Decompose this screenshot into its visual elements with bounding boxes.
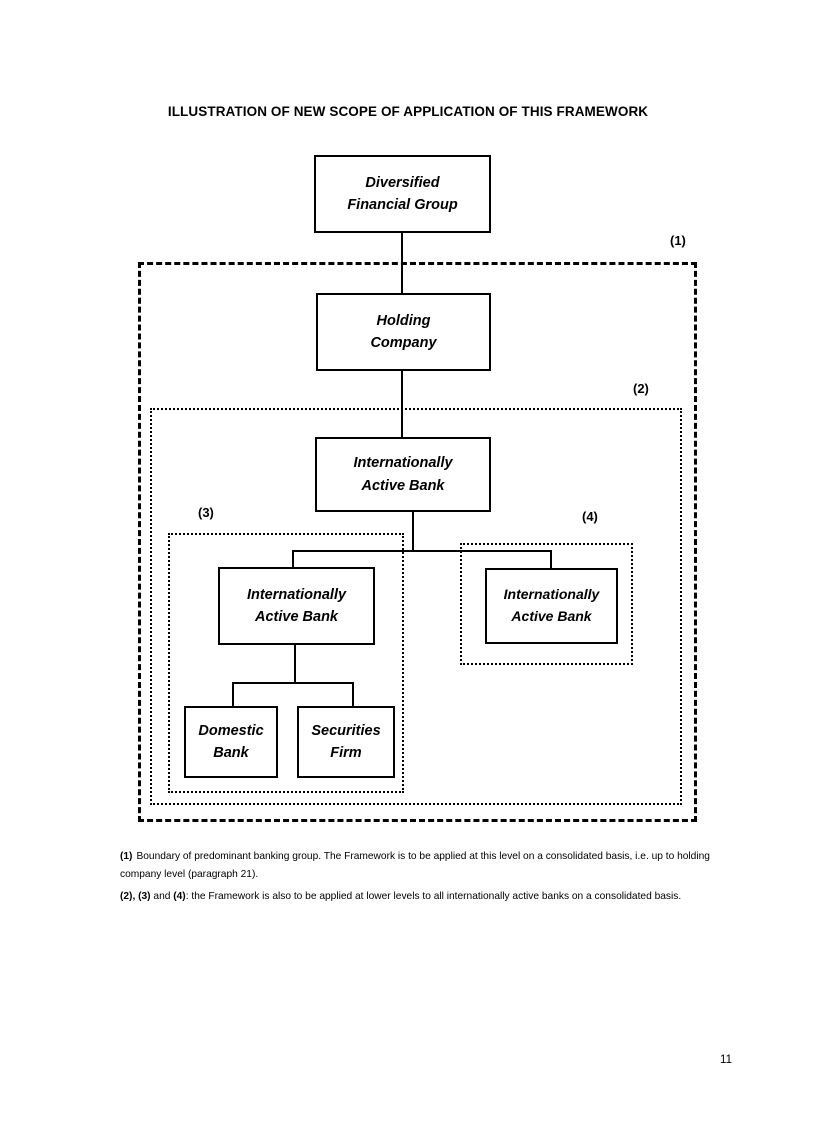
boundary-1-label: (1) — [670, 233, 686, 248]
node-label-line1: Diversified — [365, 174, 440, 191]
connector-branch-horizontal-level3 — [292, 550, 552, 553]
boundary-2 — [150, 408, 682, 805]
node-label-line2: Active Bank — [511, 608, 592, 624]
footnote-1: (1)Boundary of predominant banking group… — [120, 848, 712, 884]
footnote-1-marker: (1) — [120, 851, 133, 862]
node-holding-company: Holding Company — [316, 293, 491, 371]
footnote-2-marker-a: (2), — [120, 891, 136, 902]
connector-holding-to-iab-top — [401, 370, 404, 438]
connector-iab-top-stem — [412, 511, 415, 552]
footnote-2: (2), (3) and (4): the Framework is also … — [120, 888, 712, 906]
node-label-line2: Active Bank — [361, 477, 445, 494]
boundary-1-predominant-banking-group — [138, 262, 697, 822]
boundary-3-label: (3) — [198, 505, 214, 520]
node-securities-firm: Securities Firm — [297, 706, 395, 778]
node-label-line2: Financial Group — [347, 197, 458, 213]
connector-branch-to-iab-right — [550, 550, 553, 569]
boundary-3 — [168, 533, 404, 793]
footnote-2-marker-c: (4) — [173, 891, 186, 902]
node-internationally-active-bank-left: Internationally Active Bank — [218, 567, 375, 645]
node-domestic-bank: Domestic Bank — [184, 706, 278, 778]
node-label-line2: Active Bank — [254, 609, 338, 625]
node-label-line1: Internationally — [503, 586, 600, 603]
node-diversified-financial-group: Diversified Financial Group — [314, 155, 491, 233]
connector-branch-horizontal-level4 — [232, 682, 354, 685]
node-label-line2: Bank — [213, 745, 249, 761]
node-label-line1: Internationally — [246, 586, 347, 603]
footnote-2-marker-b: (3) — [138, 891, 151, 902]
node-label-line1: Holding — [376, 312, 431, 329]
node-internationally-active-bank-right: Internationally Active Bank — [485, 568, 618, 644]
node-label-line1: Internationally — [353, 455, 453, 472]
boundary-2-label: (2) — [633, 381, 649, 396]
connector-branch-to-domestic-bank — [232, 682, 235, 707]
connector-iab-left-stem — [294, 644, 297, 684]
node-label-line1: Domestic — [198, 722, 264, 739]
node-internationally-active-bank-top: Internationally Active Bank — [315, 437, 491, 512]
connector-branch-to-iab-left — [292, 550, 295, 568]
page-title: ILLUSTRATION OF NEW SCOPE OF APPLICATION… — [167, 104, 649, 119]
footnote-2-conjunction: and — [150, 891, 174, 902]
boundary-4 — [460, 543, 633, 665]
node-label-line1: Securities — [311, 722, 381, 739]
node-label-line2: Firm — [330, 745, 362, 761]
connector-branch-to-securities-firm — [352, 682, 355, 707]
footnote-2-text: : the Framework is also to be applied at… — [185, 891, 682, 902]
page-number: 11 — [720, 1054, 732, 1066]
boundary-4-label: (4) — [582, 509, 598, 524]
connector-dfg-to-holding — [401, 232, 404, 294]
footnote-1-text: Boundary of predominant banking group. T… — [120, 851, 710, 880]
node-label-line2: Company — [370, 335, 437, 351]
